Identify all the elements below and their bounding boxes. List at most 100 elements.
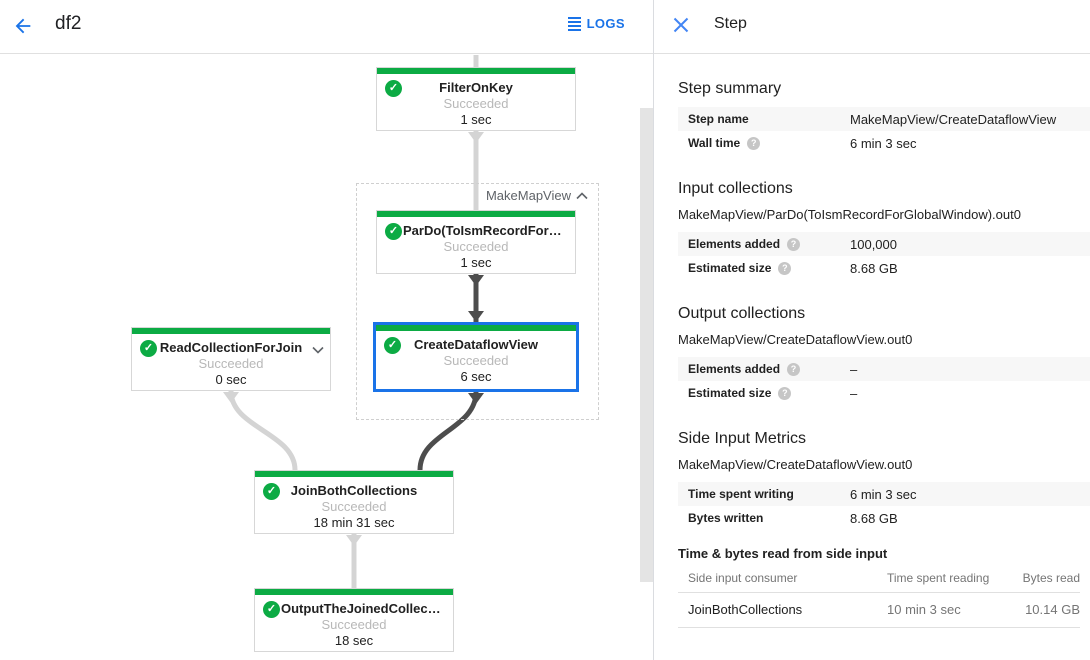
node-status-bar [377,211,575,217]
success-check-icon: ✓ [263,483,280,500]
close-panel-button[interactable] [672,16,690,34]
chevron-up-icon [576,191,588,199]
metric-label-text: Wall time [688,136,741,150]
table-header-row: Side input consumer Time spent reading B… [678,566,1080,593]
node-title: ReadCollectionForJoin [159,340,303,355]
metric-label: Wall time ? [688,136,850,150]
metric-label-text: Step name [688,112,749,126]
graph-node-pardo-toismrecord[interactable]: ✓ ParDo(ToIsmRecordFor… Succeeded 1 sec [376,210,576,274]
metric-label: Elements added ? [688,237,850,251]
column-header: Bytes read [1022,571,1080,585]
metric-label: Elements added ? [688,362,850,376]
panel-title: Step [714,15,747,32]
graph-node-filteronkey[interactable]: ✓ FilterOnKey Succeeded 1 sec [376,67,576,131]
metric-label-text: Time spent writing [688,487,794,501]
metric-label: Estimated size ? [688,261,850,275]
node-time: 1 sec [460,255,492,270]
metric-row: Estimated size ? 8.68 GB [678,256,1090,280]
help-icon[interactable]: ? [778,386,792,400]
metric-row: Time spent writing 6 min 3 sec [678,482,1090,506]
column-header: Time spent reading [887,571,990,585]
graph-node-joinbothcollections[interactable]: ✓ JoinBothCollections Succeeded 18 min 3… [254,470,454,534]
metric-value: 8.68 GB [850,510,898,526]
node-title: CreateDataflowView [413,337,539,352]
success-check-icon: ✓ [263,601,280,618]
logs-button[interactable]: LOGS [567,16,625,31]
node-time: 1 sec [460,112,492,127]
metric-label-text: Estimated size [688,386,772,400]
help-icon[interactable]: ? [787,237,801,251]
node-time: 18 sec [334,633,374,648]
success-check-icon: ✓ [385,223,402,240]
node-status: Succeeded [443,353,509,368]
close-icon [673,17,689,33]
arrow-back-icon [15,18,31,34]
node-time: 18 min 31 sec [313,515,395,530]
step-details-panel: Step Step summary Step name MakeMapView/… [654,0,1090,660]
pipeline-graph: MakeMapView ✓ FilterOnKey Succeeded 1 se… [0,55,653,660]
collection-name: MakeMapView/CreateDataflowView.out0 [678,457,913,472]
success-check-icon: ✓ [384,337,401,354]
metric-value: 8.68 GB [850,260,898,276]
help-icon[interactable]: ? [778,261,792,275]
section-step-summary: Step summary Step name MakeMapView/Creat… [678,79,1090,155]
node-time: 0 sec [215,372,247,387]
success-check-icon: ✓ [140,340,157,357]
metric-label: Bytes written [688,511,850,525]
metric-label: Estimated size ? [688,386,850,400]
chevron-down-icon [312,346,324,354]
graph-node-outputthejoinedcollection[interactable]: ✓ OutputTheJoinedCollec… Succeeded 18 se… [254,588,454,652]
step-panel-header: Step [654,0,1090,54]
time-spent-reading: 10 min 3 sec [887,602,961,617]
collection-name: MakeMapView/ParDo(ToIsmRecordForGlobalWi… [678,207,1021,222]
side-input-consumer: JoinBothCollections [688,602,803,617]
node-status: Succeeded [198,356,264,371]
node-status: Succeeded [321,617,387,632]
node-title: OutputTheJoinedCollec… [281,601,441,616]
section-heading: Side Input Metrics [678,430,807,447]
node-title: ParDo(ToIsmRecordFor… [403,223,562,238]
step-details-content: Step summary Step name MakeMapView/Creat… [654,54,1090,628]
metric-row: Estimated size ? – [678,381,1090,405]
side-input-read-table: Time & bytes read from side input Side i… [678,546,1090,628]
expand-node-button[interactable] [312,341,324,359]
help-icon[interactable]: ? [747,136,761,150]
node-status-bar [255,471,453,477]
graph-node-readcollectionforjoin[interactable]: ✓ ReadCollectionForJoin Succeeded 0 sec [131,327,331,391]
graph-node-createdataflowview-selected[interactable]: ✓ CreateDataflowView Succeeded 6 sec [373,322,579,392]
composite-group-makemapview: MakeMapView [356,183,599,420]
node-status: Succeeded [443,239,509,254]
section-input-collections: Input collections MakeMapView/ParDo(ToIs… [678,179,1090,280]
metric-value: – [850,385,858,401]
metric-value: – [850,361,858,377]
metric-row: Elements added ? 100,000 [678,232,1090,256]
node-title: JoinBothCollections [290,483,418,498]
help-icon[interactable]: ? [787,362,801,376]
node-status-bar [255,589,453,595]
table-title: Time & bytes read from side input [678,546,888,561]
bytes-read: 10.14 GB [1025,602,1080,617]
group-label-text: MakeMapView [485,188,571,203]
section-side-input-metrics: Side Input Metrics MakeMapView/CreateDat… [678,429,1090,530]
panel-divider [653,0,654,660]
section-output-collections: Output collections MakeMapView/CreateDat… [678,304,1090,405]
graph-panel: df2 LOGS [0,13,653,660]
metric-label-text: Bytes written [688,511,764,525]
metric-label-text: Estimated size [688,261,772,275]
metric-value: 6 min 3 sec [850,135,917,151]
node-status: Succeeded [443,96,509,111]
collection-name: MakeMapView/CreateDataflowView.out0 [678,332,913,347]
back-button[interactable] [10,13,36,39]
metric-value: 100,000 [850,236,897,252]
metric-label-text: Elements added [688,237,781,251]
node-status-bar [132,328,330,334]
metric-label-text: Elements added [688,362,781,376]
node-title: FilterOnKey [439,80,513,95]
vertical-scrollbar-thumb[interactable] [640,108,653,582]
metric-row: Bytes written 8.68 GB [678,506,1090,530]
group-label[interactable]: MakeMapView [483,188,590,203]
section-heading: Output collections [678,305,806,322]
graph-edges [223,55,484,588]
metric-label: Time spent writing [688,487,850,501]
